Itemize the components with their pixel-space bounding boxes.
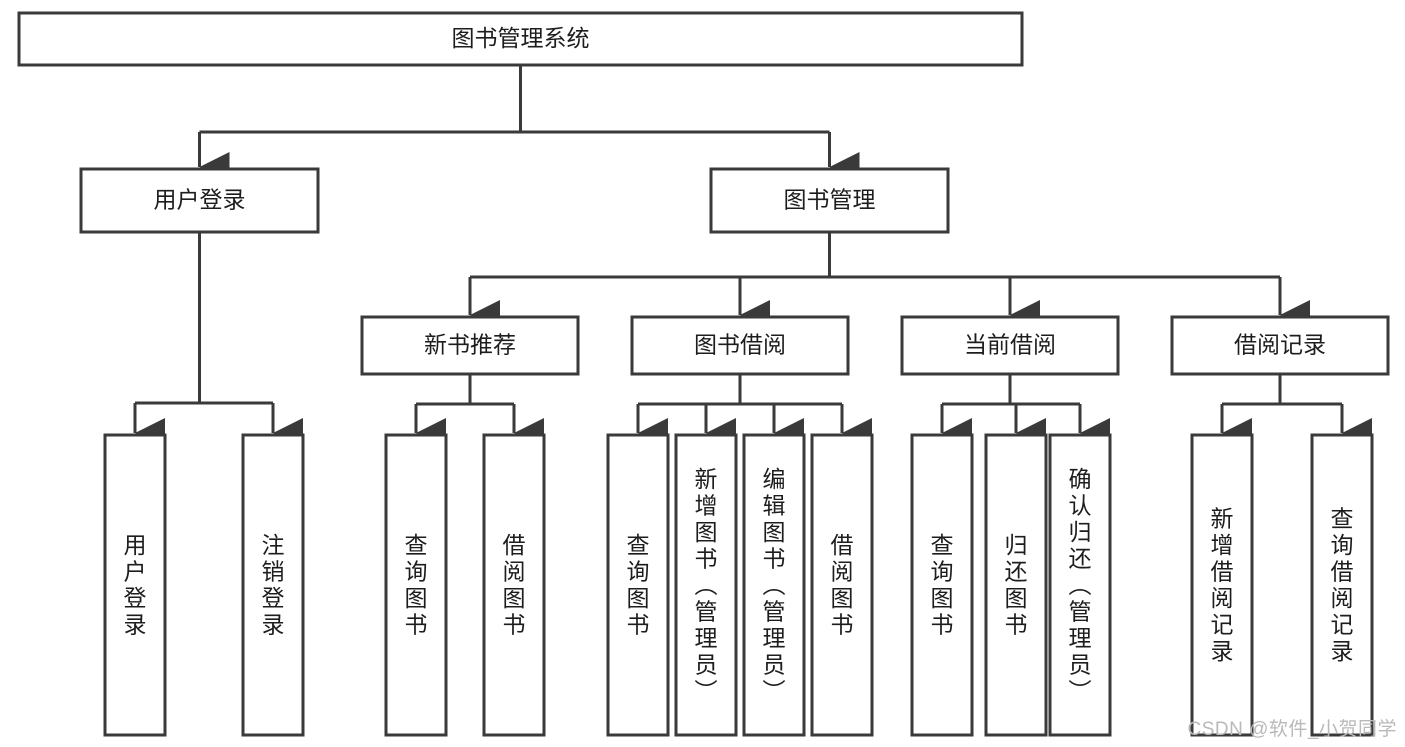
node-leaf-query-book-1[interactable]: 查询图书 [384,433,448,737]
node-box [1310,433,1374,737]
node-leaf-add-record[interactable]: 新增借阅记录 [1190,433,1254,737]
node-label: 新书推荐 [424,332,516,358]
node-box [630,315,850,376]
node-box [900,315,1120,376]
node-leaf-return-book[interactable]: 归还图书 [984,433,1048,737]
node-leaf-confirm-return[interactable]: 确认归还︵管理员︶ [1048,433,1112,737]
node-label: 当前借阅 [964,332,1056,358]
node-label: 注销登录 [262,532,285,638]
node-label: 借阅记录 [1234,332,1326,358]
node-label: 查询图书 [931,532,954,638]
node-label: 查询图书 [627,532,650,638]
node-label: 图书借阅 [694,332,786,358]
node-box [1048,433,1112,737]
node-current-borrow[interactable]: 当前借阅 [900,315,1120,376]
node-root[interactable]: 图书管理系统 [17,11,1024,67]
node-leaf-query-record[interactable]: 查询借阅记录 [1310,433,1374,737]
node-label: 用户登录 [154,187,246,213]
node-leaf-user-login[interactable]: 用户登录 [103,433,167,737]
node-leaf-edit-book[interactable]: 编辑图书︵管理员︶ [742,433,806,737]
node-box [742,433,806,737]
node-box [241,433,305,737]
node-user-login[interactable]: 用户登录 [79,167,320,234]
node-label: 用户登录 [124,532,147,638]
node-box [79,167,320,234]
node-box [1170,315,1390,376]
node-new-book-recommend[interactable]: 新书推荐 [360,315,580,376]
node-label: 查询借阅记录 [1331,506,1354,665]
node-boxes: 图书管理系统用户登录图书管理新书推荐图书借阅当前借阅借阅记录用户登录注销登录查询… [17,11,1390,737]
connector-lines [133,65,1372,448]
node-label: 新增借阅记录 [1211,506,1234,665]
node-leaf-query-book-2[interactable]: 查询图书 [606,433,670,737]
node-label: 借阅图书 [831,532,854,638]
node-borrow-record[interactable]: 借阅记录 [1170,315,1390,376]
node-book-borrow[interactable]: 图书借阅 [630,315,850,376]
node-label: 查询图书 [405,532,428,638]
node-label: 图书管理系统 [452,25,590,51]
node-book-manage[interactable]: 图书管理 [709,167,950,234]
node-label: 归还图书 [1005,532,1028,638]
node-box [709,167,950,234]
node-leaf-logout[interactable]: 注销登录 [241,433,305,737]
node-box [17,11,1024,67]
node-box [103,433,167,737]
node-label: 图书管理 [784,187,876,213]
node-label: 确认归还︵管理员︶ [1069,466,1092,704]
node-leaf-borrow-book-2[interactable]: 借阅图书 [810,433,874,737]
node-label: 借阅图书 [503,532,526,638]
node-box [360,315,580,376]
node-box [384,433,448,737]
node-leaf-add-book[interactable]: 新增图书︵管理员︶ [674,433,738,737]
node-box [910,433,974,737]
node-box [482,433,546,737]
node-box [674,433,738,737]
node-box [606,433,670,737]
node-label: 编辑图书︵管理员︶ [763,466,786,704]
node-box [984,433,1048,737]
node-box [810,433,874,737]
node-leaf-borrow-book-1[interactable]: 借阅图书 [482,433,546,737]
node-box [1190,433,1254,737]
node-leaf-query-book-3[interactable]: 查询图书 [910,433,974,737]
node-label: 新增图书︵管理员︶ [695,466,718,704]
